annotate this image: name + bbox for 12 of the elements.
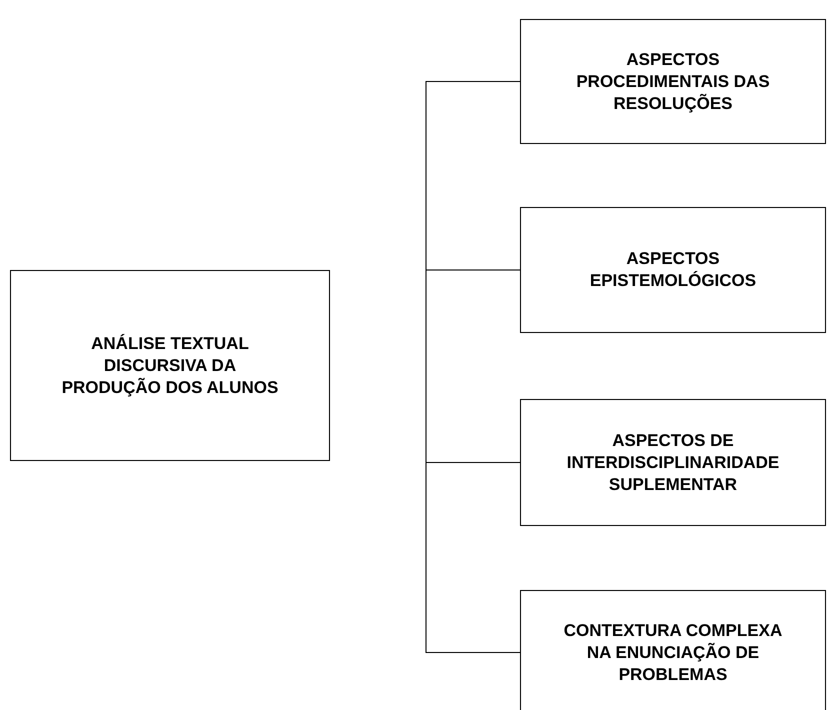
connector-line	[426, 81, 520, 270]
text-box	[520, 207, 826, 333]
text-box	[520, 399, 826, 526]
box-text: ASPECTOS EPISTEMOLÓGICOS	[588, 248, 758, 292]
text-box	[10, 270, 330, 461]
box-text: ANÁLISE TEXTUAL DISCURSIVA DA PRODUÇÃO DOS ALUNOS	[60, 332, 280, 398]
box-text: CONTEXTURA COMPLEXA NA ENUNCIAÇÃO DE PROBLEMAS	[562, 620, 784, 686]
box-text: ASPECTOS DE INTERDISCIPLINARIDADE SUPLEMENTAR	[566, 430, 780, 496]
text-box	[520, 19, 826, 144]
box-text: ASPECTOS PROCEDIMENTAIS DAS RESOLUÇÕES	[575, 48, 771, 114]
text-box	[520, 590, 826, 710]
connector-line	[426, 462, 520, 653]
